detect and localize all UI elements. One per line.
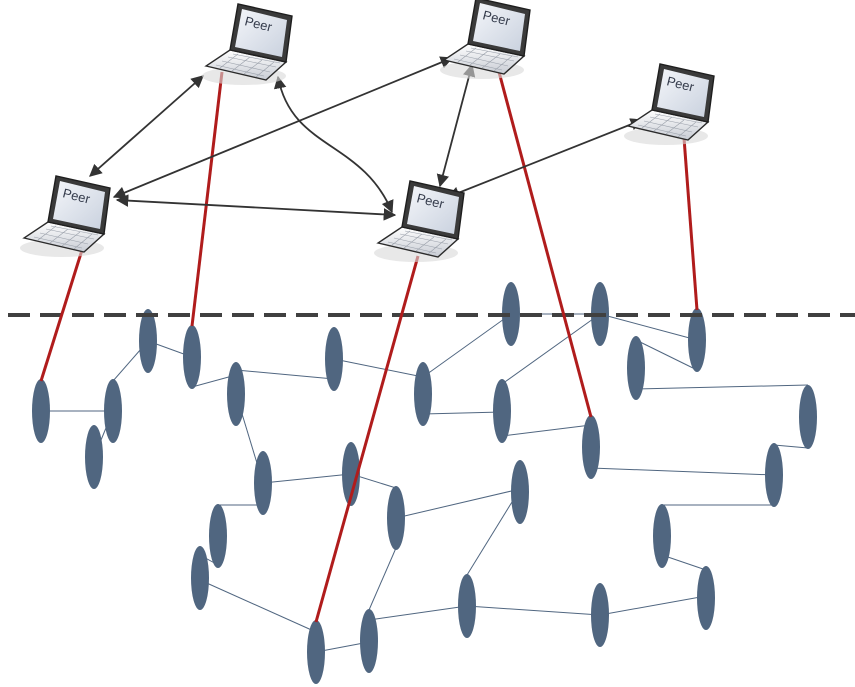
network-node bbox=[254, 451, 272, 515]
peer-laptop: Peer bbox=[19, 175, 111, 258]
network-node bbox=[765, 443, 783, 507]
network-node bbox=[458, 574, 476, 638]
network-node bbox=[414, 362, 432, 426]
network-node bbox=[688, 308, 706, 372]
peer-label: Peer bbox=[415, 190, 446, 211]
peer-label: Peer bbox=[61, 185, 92, 206]
network-node bbox=[104, 379, 122, 443]
physical-network-nodes bbox=[32, 282, 817, 684]
network-node bbox=[209, 504, 227, 568]
overlay-arrow bbox=[446, 118, 644, 199]
overlay-arrow bbox=[436, 63, 476, 188]
network-node bbox=[191, 546, 209, 610]
peer-label: Peer bbox=[665, 73, 696, 94]
network-node bbox=[799, 385, 817, 449]
network-node bbox=[360, 609, 378, 673]
peer-overlay-links bbox=[89, 56, 644, 221]
network-node bbox=[139, 309, 157, 373]
peer-label: Peer bbox=[481, 7, 512, 28]
network-node bbox=[627, 336, 645, 400]
network-node bbox=[387, 486, 405, 550]
network-node bbox=[493, 379, 511, 443]
network-node bbox=[227, 362, 245, 426]
network-node bbox=[582, 415, 600, 479]
network-node bbox=[32, 379, 50, 443]
mapping-line bbox=[682, 137, 699, 311]
network-node bbox=[697, 566, 715, 630]
peer-laptop: Peer bbox=[373, 180, 465, 263]
network-node bbox=[85, 425, 103, 489]
peer-laptop: Peer bbox=[201, 3, 293, 86]
peer-laptop: Peer bbox=[623, 63, 715, 146]
mapping-line bbox=[497, 71, 593, 418]
mapping-line bbox=[190, 71, 224, 327]
peer-laptop: Peer bbox=[439, 0, 531, 80]
peer-label: Peer bbox=[243, 13, 274, 34]
network-node bbox=[183, 325, 201, 389]
mapping-line bbox=[39, 249, 84, 382]
network-node bbox=[511, 460, 529, 524]
network-node bbox=[591, 583, 609, 647]
network-node bbox=[653, 504, 671, 568]
overlay-arrow bbox=[89, 75, 204, 177]
network-node bbox=[325, 327, 343, 391]
overlay-arrow bbox=[115, 194, 397, 221]
overlay-arrow bbox=[273, 75, 394, 214]
mapping-line bbox=[314, 255, 420, 623]
network-node bbox=[342, 442, 360, 506]
network-node bbox=[502, 282, 520, 346]
network-node bbox=[307, 620, 325, 684]
